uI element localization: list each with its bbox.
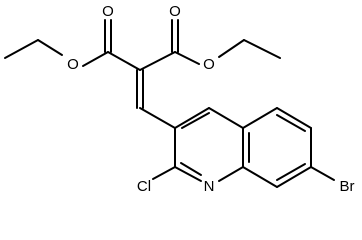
o-ethyl-ch2-bond	[218, 39, 245, 58]
carbonyl-o-bond	[174, 51, 200, 65]
ethyl-ch2-o-bond	[37, 39, 63, 56]
c3-c4-inner-bond	[181, 112, 210, 129]
quinoline-benzene-ring	[242, 107, 312, 188]
quinoline-pyridine-ring: N	[174, 107, 244, 195]
alkene-linker	[136, 69, 176, 129]
ester-oxygen-label: O	[203, 56, 215, 73]
carbonyl-to-central-carbon-bond	[107, 51, 141, 71]
vinyl-to-quinoline-bond	[139, 107, 176, 129]
ethyl-ch2-ch3-bond	[243, 39, 281, 59]
left-ester-group: O O	[4, 3, 141, 73]
c7-c8-bond	[276, 166, 312, 188]
bromine-label: Br	[340, 178, 355, 195]
c3-c4-bond	[174, 107, 210, 129]
c8-c8a-bond	[242, 166, 278, 188]
carbonyl-oxygen-label: O	[102, 3, 114, 20]
chlorine-label: Cl	[137, 178, 151, 195]
n1-c2-bond	[174, 166, 202, 182]
chemical-structure-diagram: O O O O N Cl	[4, 3, 355, 195]
c8a-n1-bond	[218, 166, 244, 182]
bromo-substituent: Br	[310, 166, 355, 195]
c5-c6-inner-bond	[276, 114, 306, 132]
nitrogen-label: N	[204, 178, 215, 195]
central-carbon-to-carbonyl-bond	[139, 51, 176, 71]
o-carbonyl-bond	[82, 51, 109, 67]
ethyl-ch3-ch2-bond	[4, 39, 39, 59]
c2-cl-bond	[152, 166, 176, 180]
c5-c6-bond	[276, 107, 312, 129]
right-ester-group: O O	[139, 3, 281, 73]
chloro-substituent: Cl	[137, 166, 176, 195]
carbonyl-oxygen-label: O	[169, 3, 181, 20]
c4a-c5-bond	[242, 107, 278, 129]
n1-c2-inner-bond	[180, 162, 202, 176]
c7-c8-inner-bond	[276, 163, 306, 181]
c4-c4a-bond	[208, 107, 244, 129]
ester-oxygen-label: O	[67, 56, 79, 73]
c7-br-bond	[310, 166, 335, 181]
